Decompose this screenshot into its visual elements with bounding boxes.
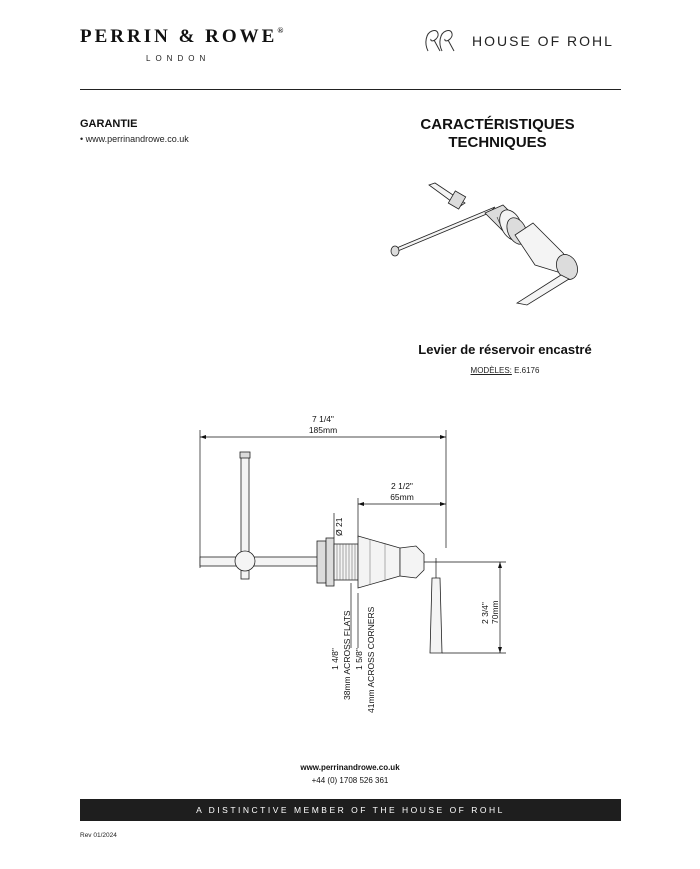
rohl-monogram-logo [425, 30, 455, 52]
dim-overall-mm: 185mm [309, 425, 337, 435]
dim-height-in: 2 3/4" [480, 602, 490, 624]
dim-lever-in: 2 1/2" [391, 481, 413, 491]
models-value: E.6176 [511, 366, 540, 375]
dim-corners-in: 1 5/8" [354, 648, 364, 670]
spec-title: CARACTÉRISTIQUES TECHNIQUES [390, 116, 605, 152]
dim-overall-in: 7 1/4" [312, 414, 334, 424]
header-divider [80, 89, 621, 90]
dim-diameter: Ø 21 [334, 517, 344, 536]
footer-website[interactable]: www.perrinandrowe.co.uk [300, 763, 400, 772]
partner-name: HOUSE OF ROHL [472, 33, 614, 49]
brand-logo-perrin-rowe: PERRIN & ROWE® [80, 26, 283, 48]
footer-phone: +44 (0) 1708 526 361 [311, 776, 389, 785]
dim-flats-in: 1 4/8" [330, 648, 340, 670]
models-line: MODÈLES: E.6176 [380, 366, 630, 375]
models-label: MODÈLES: [470, 366, 512, 375]
dim-height-mm: 70mm [490, 600, 500, 624]
warranty-link[interactable]: • www.perrinandrowe.co.uk [80, 134, 189, 144]
dim-corners-mm: 41mm ACROSS CORNERS [366, 606, 376, 713]
spec-title-line1: CARACTÉRISTIQUES [420, 116, 575, 133]
product-name: Levier de réservoir encastré [418, 342, 592, 357]
footer-banner: A DISTINCTIVE MEMBER OF THE HOUSE OF ROH… [80, 799, 621, 821]
brand-name: PERRIN & ROWE [80, 26, 278, 47]
revision-label: Rev 01/2024 [80, 832, 117, 839]
registered-mark: ® [277, 26, 284, 35]
brand-city: LONDON [146, 54, 211, 63]
spec-title-line2: TECHNIQUES [448, 134, 547, 151]
dim-lever-mm: 65mm [390, 492, 414, 502]
warranty-title: GARANTIE [80, 118, 138, 130]
dim-flats-mm: 38mm ACROSS FLATS [342, 610, 352, 700]
technical-drawing: 7 1/4" 185mm 2 1/2" 65mm Ø 21 2 3/4" 70m… [199, 414, 506, 713]
product-illustration [390, 182, 578, 306]
